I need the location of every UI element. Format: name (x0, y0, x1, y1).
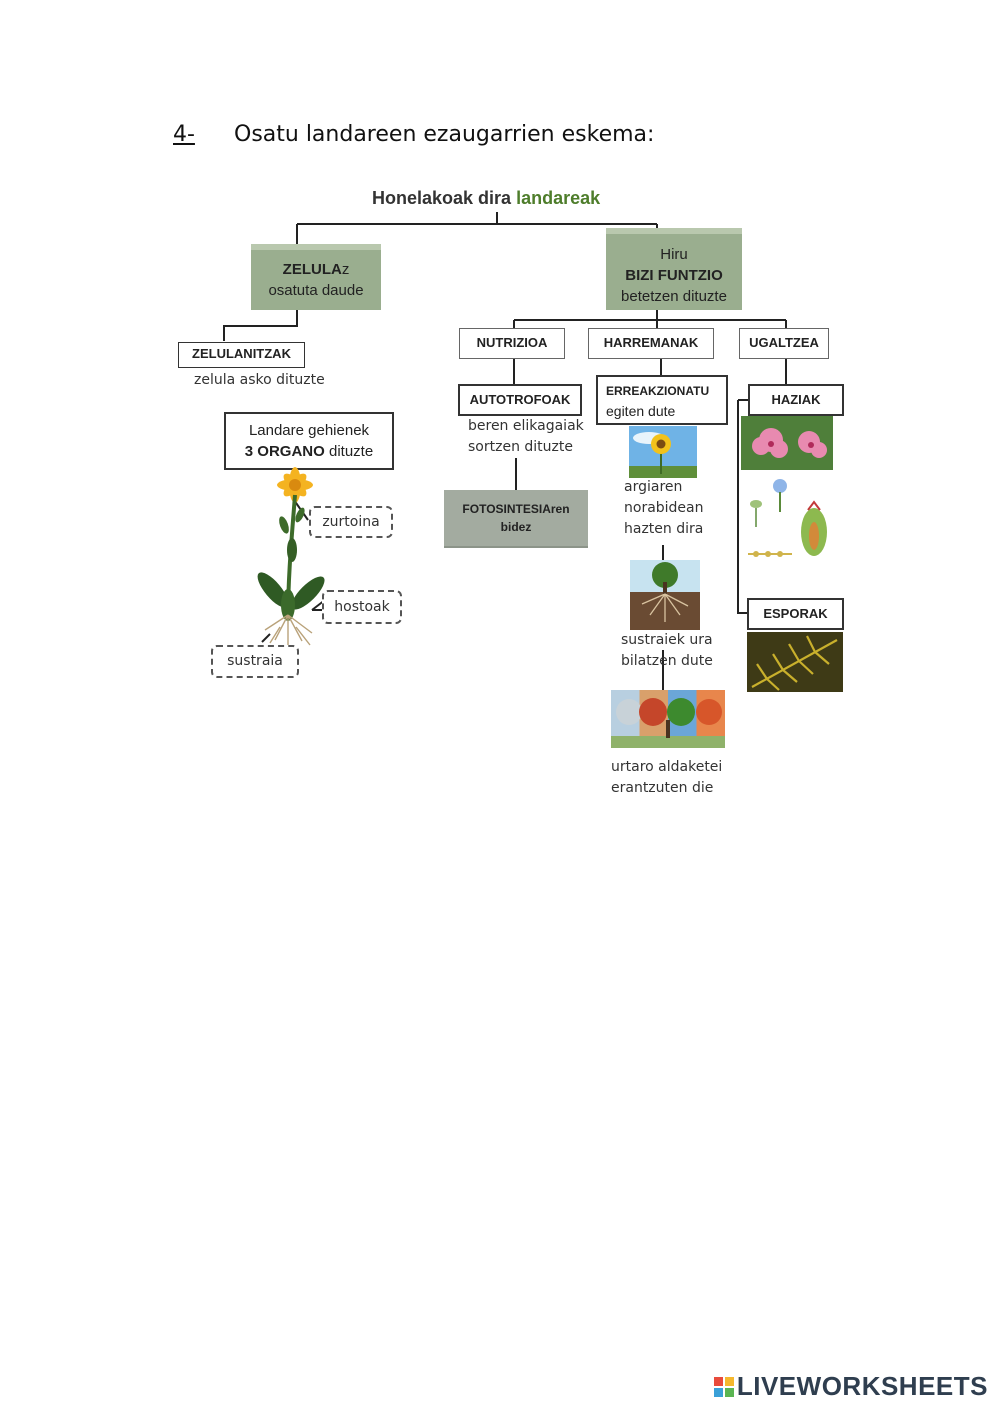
organs-line2: 3 ORGANO dituzte (226, 441, 392, 462)
tree-roots-photo (630, 560, 700, 630)
multicellular-note: zelula asko dituzte (194, 372, 325, 388)
sunlight-line1: argiaren (624, 479, 683, 495)
reproduction-box: UGALTZEA (739, 328, 829, 359)
root-label: sustraia (211, 645, 299, 678)
life-line2: BIZI FUNTZIO (625, 267, 723, 284)
multicellular-box: ZELULANITZAK (178, 342, 305, 368)
react-line1: ERREAKZIONATU (606, 384, 710, 398)
fern-photo (747, 632, 843, 692)
spores-box: ESPORAK (747, 598, 844, 630)
organs-rest: dituzte (324, 443, 374, 460)
plant-illustration (257, 467, 325, 646)
title-main: Honelakoak dira (372, 188, 517, 208)
flower-parts-diagram (742, 472, 836, 568)
title-highlight: landareak (516, 188, 601, 208)
cells-box-line2: osatuta daude (268, 282, 364, 299)
autotrophs-note: beren elikagaiak sortzen dituzte (468, 416, 584, 458)
life-line3: betetzen dituzte (621, 288, 727, 305)
organs-box: Landare gehienek 3 ORGANO dituzte (224, 412, 394, 470)
autotrophs-box: AUTOTROFOAK (458, 384, 582, 416)
question-text: Osatu landareen ezaugarrien eskema: (234, 122, 655, 147)
hibiscus-photo (741, 416, 833, 470)
brand-text: LIVEWORKSHEETS (736, 1371, 988, 1401)
sunlight-note: argiaren norabidean hazten dira (624, 477, 704, 540)
brand-logo: LIVEWORKSHEETS (713, 1371, 988, 1402)
sunlight-line2: norabidean (624, 500, 704, 516)
organs-bold: 3 ORGANO (244, 443, 325, 460)
cells-bold: ZELULA (282, 261, 342, 278)
cells-rest: z (341, 261, 350, 278)
relations-box: HARREMANAK (588, 328, 714, 359)
nutrition-box: NUTRIZIOA (459, 328, 565, 359)
stem-label: zurtoina (309, 506, 393, 538)
life-functions-box: Hiru BIZI FUNTZIO betetzen dituzte (606, 234, 742, 310)
seasons-line2: erantzuten die (611, 780, 714, 796)
seeds-box: HAZIAK (748, 384, 844, 416)
photosynthesis-box: FOTOSINTESIAren bidez (444, 490, 588, 546)
seasons-note: urtaro aldaketei erantzuten die (611, 757, 722, 799)
seasons-photo (611, 690, 725, 748)
react-box: ERREAKZIONATU egiten dute (596, 375, 728, 425)
autotrophs-note-line1: beren elikagaiak (468, 418, 584, 434)
organs-line1: Landare gehienek (248, 422, 370, 439)
seasons-line1: urtaro aldaketei (611, 759, 723, 775)
roots-line2: bilatzen dute (621, 653, 713, 669)
liveworksheets-icon (713, 1377, 734, 1397)
sunflower-photo (629, 426, 697, 478)
react-line2: egiten dute (606, 403, 676, 419)
diagram-title: Honelakoak dira landareak (372, 188, 600, 209)
life-line1: Hiru (660, 246, 688, 263)
cells-box: ZELULAz osatuta daude (251, 250, 381, 310)
photosynthesis-line1: FOTOSINTESIAren (462, 502, 570, 516)
flower-head (277, 467, 313, 503)
photosynthesis-line2: bidez (500, 520, 532, 534)
roots-note: sustraiek ura bilatzen dute (621, 630, 713, 672)
autotrophs-note-line2: sortzen dituzte (468, 439, 573, 455)
question-number: 4- (173, 122, 195, 147)
leaves-label: hostoak (322, 590, 402, 624)
sunlight-line3: hazten dira (624, 521, 704, 537)
roots-line1: sustraiek ura (621, 632, 713, 648)
cells-box-line1: ZELULAz (251, 259, 381, 280)
